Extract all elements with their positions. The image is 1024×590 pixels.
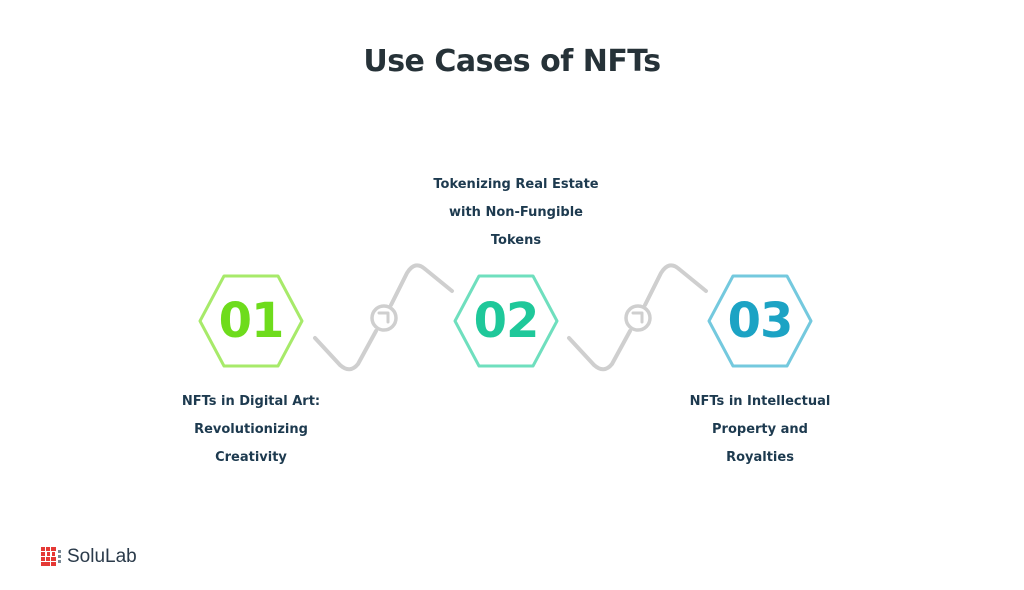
hexagon-step-3 [707, 274, 813, 368]
brand-logo: SoluLab [41, 546, 137, 568]
arrow-circle-icon [377, 311, 390, 324]
connector-2 [567, 263, 708, 372]
brand-name: SoluLab [67, 546, 137, 567]
connector-1 [313, 263, 454, 372]
step-2-label: Tokenizing Real Estate with Non-Fungible… [433, 177, 599, 248]
step-1-label: NFTs in Digital Art: Revolutionizing Cre… [181, 394, 321, 465]
hexagon-step-1 [198, 274, 304, 368]
step-3-label: NFTs in Intellectual Property and Royalt… [689, 394, 831, 465]
solulab-logo-icon [41, 547, 61, 566]
step-1-number: 01 [218, 293, 285, 349]
hexagon-step-2 [453, 274, 559, 368]
step-3-number: 03 [727, 293, 794, 349]
arrow-circle-icon [631, 311, 644, 324]
step-2-number: 02 [473, 293, 540, 349]
page-title: Use Cases of NFTs [363, 44, 661, 79]
